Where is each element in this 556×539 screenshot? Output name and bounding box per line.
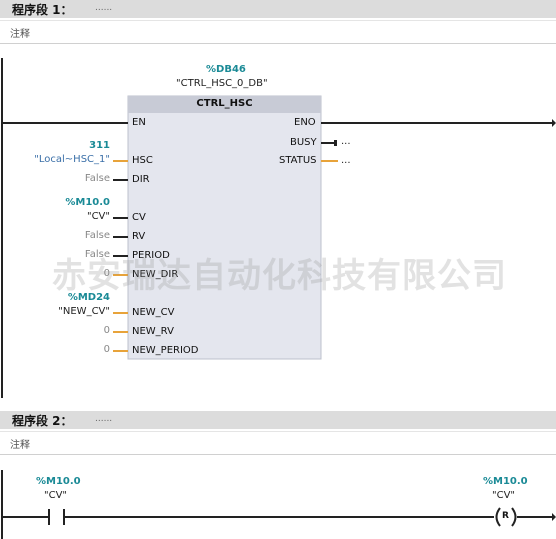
db-address[interactable]: %DB46: [206, 64, 246, 75]
status-operand[interactable]: ...: [341, 155, 351, 166]
coil-left-arc: [495, 507, 501, 527]
contact-tag[interactable]: "CV": [44, 490, 68, 501]
dir-value[interactable]: False: [84, 173, 110, 184]
rung-arrow: [552, 513, 556, 521]
pin-dir: DIR: [132, 174, 150, 185]
coil-right-arc: [511, 507, 517, 527]
eno-arrow: [552, 119, 556, 127]
hsc-address[interactable]: 311: [89, 140, 110, 151]
pin-new-period: NEW_PERIOD: [132, 345, 199, 356]
block-title[interactable]: CTRL_HSC: [196, 98, 253, 109]
new-cv-address[interactable]: %MD24: [67, 292, 110, 303]
hsc-tag[interactable]: "Local~HSC_1": [34, 154, 110, 165]
pin-new-cv: NEW_CV: [132, 307, 175, 318]
network-2-title: 程序段 2：: [12, 414, 73, 428]
db-name[interactable]: "CTRL_HSC_0_DB": [176, 78, 268, 89]
rv-value[interactable]: False: [84, 230, 110, 241]
busy-operand[interactable]: ...: [341, 136, 351, 147]
pin-hsc: HSC: [132, 155, 153, 166]
new-cv-tag[interactable]: "NEW_CV": [58, 306, 110, 317]
network-2-title-dots: ......: [95, 414, 113, 424]
cv-address[interactable]: %M10.0: [65, 197, 110, 208]
busy-marker: [334, 140, 337, 146]
network-2-header[interactable]: 程序段 2： ......: [0, 411, 556, 429]
coil-reset-symbol[interactable]: R: [502, 511, 509, 521]
network-1-title: 程序段 1：: [12, 3, 73, 17]
coil-address[interactable]: %M10.0: [483, 476, 528, 487]
pin-eno: ENO: [294, 117, 316, 128]
new-period-value[interactable]: 0: [103, 344, 110, 355]
pin-status: STATUS: [279, 155, 317, 166]
network-1-comment[interactable]: 注释: [0, 20, 556, 44]
network-2-comment[interactable]: 注释: [0, 431, 556, 455]
pin-rv: RV: [132, 231, 146, 242]
pin-en: EN: [132, 117, 146, 128]
block-body: [127, 95, 322, 360]
network-1-comment-text: 注释: [10, 29, 30, 40]
network-2-comment-text: 注释: [10, 440, 30, 451]
cv-tag[interactable]: "CV": [86, 211, 110, 222]
coil-tag[interactable]: "CV": [492, 490, 516, 501]
new-dir-value[interactable]: 0: [103, 268, 110, 279]
contact-address[interactable]: %M10.0: [36, 476, 81, 487]
new-rv-value[interactable]: 0: [103, 325, 110, 336]
block-header: [128, 96, 321, 113]
pin-new-rv: NEW_RV: [132, 326, 174, 337]
network-1-header[interactable]: 程序段 1： ......: [0, 0, 556, 18]
pin-new-dir: NEW_DIR: [132, 269, 179, 280]
pin-cv: CV: [132, 212, 146, 223]
pin-period: PERIOD: [132, 250, 170, 261]
pin-busy: BUSY: [290, 137, 317, 148]
network-1-title-dots: ......: [95, 3, 113, 13]
period-value[interactable]: False: [84, 249, 110, 260]
